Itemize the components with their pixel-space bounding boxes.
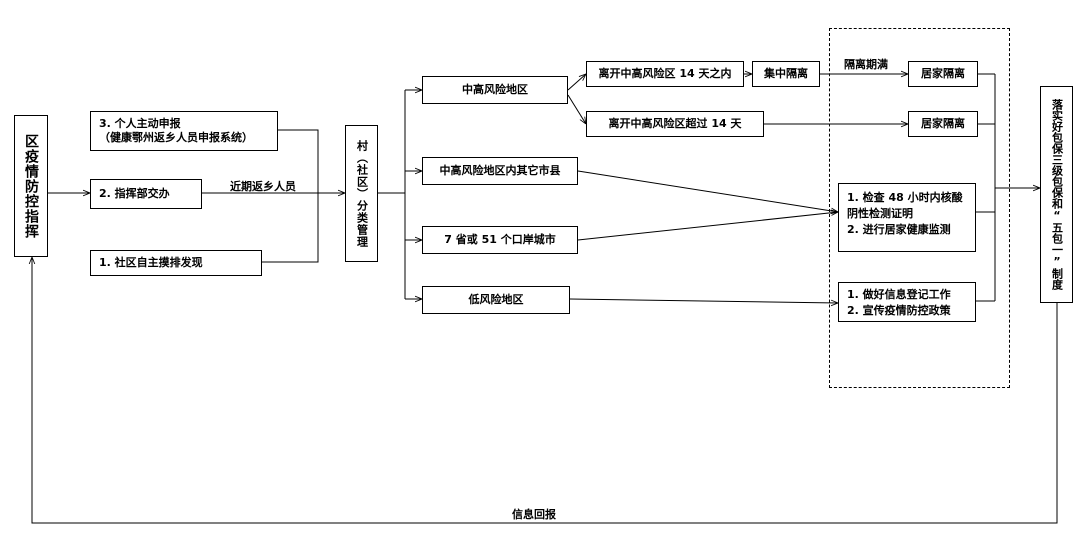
hq-assign-label: 2. 指挥部交办 xyxy=(99,187,170,200)
central-isolation-box: 集中隔离 xyxy=(752,61,820,87)
within-14-days-label: 离开中高风险区 14 天之内 xyxy=(598,67,732,80)
home-isolation-box-1: 居家隔离 xyxy=(908,61,978,87)
test-line-2: 阴性检测证明 xyxy=(847,207,913,220)
final-policy-label: 落实好包保三级包保和“五包一”制度 xyxy=(1050,99,1064,290)
personal-report-line2: （健康鄂州返乡人员申报系统） xyxy=(99,131,253,144)
category-mid-high-risk: 中高风险地区 xyxy=(422,76,568,104)
test-measures-box: 1. 检查 48 小时内核酸 阴性检测证明 2. 进行居家健康监测 xyxy=(838,183,976,252)
measures-region xyxy=(829,28,1010,388)
command-box: 区疫情防控指挥 xyxy=(14,115,48,257)
info-line-1: 1. 做好信息登记工作 xyxy=(847,288,951,301)
low-risk-label: 低风险地区 xyxy=(468,293,524,306)
test-line-1: 1. 检查 48 小时内核酸 xyxy=(847,191,963,204)
home-isolation-label-1: 居家隔离 xyxy=(921,67,965,80)
period-full-label: 隔离期满 xyxy=(844,58,888,71)
over-14-days-box: 离开中高风险区超过 14 天 xyxy=(586,111,764,137)
mid-high-risk-label: 中高风险地区 xyxy=(462,83,528,96)
final-policy-box: 落实好包保三级包保和“五包一”制度 xyxy=(1040,86,1073,303)
command-label: 区疫情防控指挥 xyxy=(23,133,39,239)
central-isolation-label: 集中隔离 xyxy=(764,67,808,80)
home-isolation-box-2: 居家隔离 xyxy=(908,111,978,137)
info-measures-box: 1. 做好信息登记工作 2. 宣传疫情防控政策 xyxy=(838,282,976,322)
other-counties-label: 中高风险地区内其它市县 xyxy=(439,164,561,177)
home-isolation-label-2: 居家隔离 xyxy=(921,117,965,130)
feedback-label: 信息回报 xyxy=(512,508,556,521)
over-14-days-label: 离开中高风险区超过 14 天 xyxy=(608,117,742,130)
returnees-label: 近期返乡人员 xyxy=(230,180,296,193)
category-port-cities: 7 省或 51 个口岸城市 xyxy=(422,226,578,254)
port-cities-label: 7 省或 51 个口岸城市 xyxy=(444,233,556,246)
personal-report-line1: 3. 个人主动申报 xyxy=(99,117,181,130)
community-check-label: 1. 社区自主摸排发现 xyxy=(99,256,203,269)
within-14-days-box: 离开中高风险区 14 天之内 xyxy=(586,61,744,87)
category-low-risk: 低风险地区 xyxy=(422,286,570,314)
info-line-2: 2. 宣传疫情防控政策 xyxy=(847,304,951,317)
test-line-3: 2. 进行居家健康监测 xyxy=(847,223,951,236)
village-mgmt-label: 村（社区）分类管理 xyxy=(355,139,369,248)
hq-assign-box: 2. 指挥部交办 xyxy=(90,179,202,209)
personal-report-box: 3. 个人主动申报 （健康鄂州返乡人员申报系统） xyxy=(90,111,278,151)
category-other-counties: 中高风险地区内其它市县 xyxy=(422,157,578,185)
village-mgmt-box: 村（社区）分类管理 xyxy=(345,125,378,262)
community-check-box: 1. 社区自主摸排发现 xyxy=(90,250,262,276)
